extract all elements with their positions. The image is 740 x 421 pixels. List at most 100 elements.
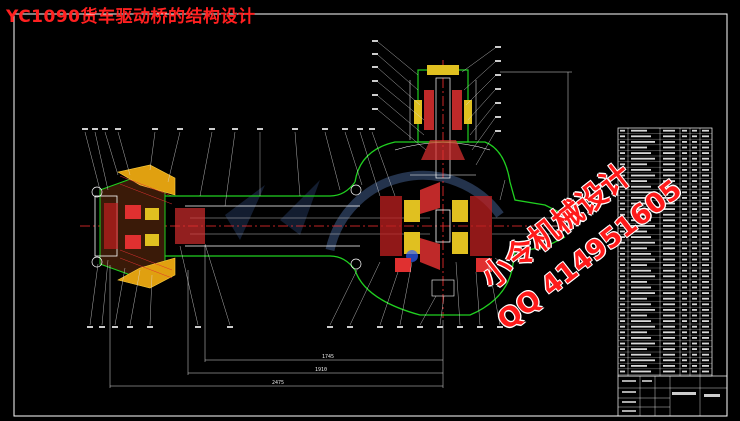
parts-cell-mark bbox=[663, 185, 675, 188]
parts-cell-mark bbox=[663, 258, 675, 261]
parts-cell-mark bbox=[702, 365, 709, 367]
parts-cell-mark bbox=[663, 320, 675, 322]
parts-cell-mark bbox=[702, 152, 709, 154]
parts-cell-mark bbox=[663, 325, 675, 328]
parts-cell-mark bbox=[682, 348, 687, 350]
parts-cell-mark bbox=[682, 281, 687, 283]
parts-cell-mark bbox=[692, 247, 697, 250]
parts-cell-mark bbox=[692, 191, 697, 194]
parts-cell-mark bbox=[692, 314, 697, 317]
parts-cell-mark bbox=[702, 157, 709, 160]
parts-cell-mark bbox=[692, 208, 697, 210]
parts-cell-mark bbox=[663, 141, 675, 143]
parts-cell-mark bbox=[631, 241, 655, 244]
parts-cell-mark bbox=[692, 180, 697, 182]
parts-cell-mark bbox=[692, 152, 697, 154]
drawing-title: YC1090货车驱动桥的结构设计 bbox=[6, 7, 256, 27]
parts-cell-mark bbox=[692, 129, 697, 132]
parts-cell-mark bbox=[620, 337, 625, 339]
parts-cell-mark bbox=[702, 185, 709, 188]
parts-cell-mark bbox=[692, 342, 697, 345]
parts-cell-mark bbox=[620, 281, 625, 283]
parts-cell-mark bbox=[631, 197, 647, 199]
parts-cell-mark bbox=[631, 258, 655, 261]
parts-cell-mark bbox=[631, 208, 655, 210]
parts-cell-mark bbox=[631, 320, 651, 322]
parts-cell-mark bbox=[631, 141, 655, 143]
parts-list-table bbox=[617, 127, 713, 377]
parts-cell-mark bbox=[663, 303, 675, 306]
parts-cell-mark bbox=[682, 169, 687, 171]
parts-cell-mark bbox=[702, 180, 709, 182]
parts-cell-mark bbox=[620, 292, 625, 294]
parts-cell-mark bbox=[702, 258, 709, 261]
parts-cell-mark bbox=[692, 157, 697, 160]
parts-cell-mark bbox=[692, 264, 697, 266]
parts-cell-mark bbox=[702, 303, 709, 306]
parts-cell-mark bbox=[631, 325, 655, 328]
parts-cell-mark bbox=[702, 213, 709, 216]
parts-cell-mark bbox=[692, 320, 697, 322]
watermark-shape-mid bbox=[280, 180, 320, 235]
parts-cell-mark bbox=[631, 292, 655, 294]
parts-cell-mark bbox=[620, 208, 625, 210]
parts-cell-mark bbox=[620, 253, 625, 255]
parts-cell-mark bbox=[702, 309, 709, 311]
parts-cell-mark bbox=[620, 157, 625, 160]
parts-cell-mark bbox=[631, 135, 651, 138]
parts-cell-mark bbox=[702, 219, 709, 222]
part-number-marks bbox=[82, 40, 503, 328]
parts-cell-mark bbox=[631, 236, 651, 238]
parts-cell-mark bbox=[692, 135, 697, 138]
horizontal-dimensions bbox=[109, 245, 444, 388]
parts-cell-mark bbox=[663, 331, 675, 334]
parts-cell-mark bbox=[702, 264, 709, 266]
parts-cell-mark bbox=[620, 191, 625, 194]
parts-cell-mark bbox=[631, 157, 655, 160]
parts-cell-mark bbox=[692, 337, 697, 339]
parts-cell-mark bbox=[631, 353, 651, 356]
parts-cell-mark bbox=[620, 353, 625, 356]
parts-cell-mark bbox=[702, 208, 709, 210]
parts-cell-mark bbox=[663, 241, 675, 244]
parts-cell-mark bbox=[682, 141, 687, 143]
parts-cell-mark bbox=[682, 258, 687, 261]
parts-cell-mark bbox=[663, 152, 675, 154]
parts-cell-mark bbox=[692, 309, 697, 311]
parts-cell-mark bbox=[620, 320, 625, 322]
parts-cell-mark bbox=[631, 163, 647, 166]
parts-cell-mark bbox=[620, 163, 625, 166]
parts-cell-mark bbox=[682, 269, 687, 272]
parts-cell-mark bbox=[620, 359, 625, 362]
parts-cell-mark bbox=[692, 359, 697, 362]
parts-cell-mark bbox=[620, 314, 625, 317]
parts-cell-mark bbox=[682, 191, 687, 194]
dimension-1: 1745 bbox=[322, 354, 334, 360]
parts-cell-mark bbox=[663, 365, 675, 367]
parts-cell-mark bbox=[631, 337, 651, 339]
parts-cell-mark bbox=[620, 174, 625, 177]
parts-cell-mark bbox=[620, 348, 625, 350]
parts-cell-mark bbox=[692, 163, 697, 166]
parts-cell-mark bbox=[702, 129, 709, 132]
parts-cell-mark bbox=[663, 202, 675, 205]
parts-cell-mark bbox=[692, 241, 697, 244]
parts-cell-mark bbox=[682, 331, 687, 334]
parts-cell-mark bbox=[631, 342, 655, 345]
parts-cell-mark bbox=[631, 286, 651, 289]
parts-cell-mark bbox=[631, 281, 647, 283]
parts-cell-mark bbox=[692, 197, 697, 199]
parts-cell-mark bbox=[692, 146, 697, 149]
parts-cell-mark bbox=[663, 157, 675, 160]
parts-cell-mark bbox=[682, 163, 687, 166]
parts-cell-mark bbox=[702, 163, 709, 166]
parts-cell-mark bbox=[692, 370, 697, 373]
parts-cell-mark bbox=[702, 281, 709, 283]
parts-cell-mark bbox=[631, 303, 651, 306]
parts-cell-mark bbox=[702, 269, 709, 272]
parts-cell-mark bbox=[631, 185, 651, 188]
parts-cell-mark bbox=[620, 269, 625, 272]
parts-cell-mark bbox=[663, 309, 675, 311]
